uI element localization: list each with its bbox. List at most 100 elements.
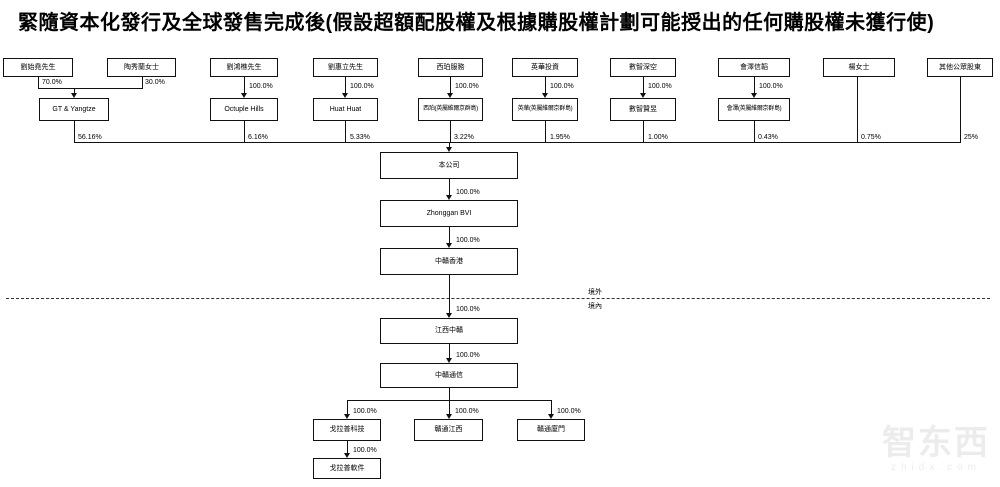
arrowhead-icon <box>447 93 453 98</box>
connector-line <box>754 121 755 142</box>
node-gt-yangtze: GT & Yangtze <box>39 98 109 121</box>
percent-label: 100.0% <box>455 408 479 415</box>
connector-line <box>449 388 450 400</box>
percent-label: 56.16% <box>78 134 102 141</box>
connector-line <box>74 142 961 143</box>
offshore-onshore-divider <box>6 298 990 299</box>
onshore-label: 境內 <box>588 303 602 310</box>
percent-label: 100.0% <box>353 408 377 415</box>
percent-label: 0.43% <box>758 134 778 141</box>
connector-line <box>960 77 961 142</box>
arrowhead-icon <box>342 93 348 98</box>
connector-line <box>244 77 245 93</box>
node-shareholder-1: 劉始堯先生 <box>3 58 73 77</box>
connector-line <box>345 77 346 93</box>
watermark-logo: 智东西 <box>882 424 990 462</box>
arrowhead-icon <box>446 358 452 363</box>
node-yinghua-bvi: 英華(英屬維爾京群島) <box>512 98 578 121</box>
connector-line <box>551 400 552 414</box>
percent-label: 100.0% <box>759 83 783 90</box>
node-shareholder-3: 劉鴻樵先生 <box>210 58 278 77</box>
arrowhead-icon <box>446 414 452 419</box>
node-shareholder-4: 劉惠立先生 <box>313 58 378 77</box>
percent-label: 100.0% <box>353 447 377 454</box>
node-jiangxi-zhonggan: 江西中贛 <box>380 318 518 344</box>
connector-line <box>449 227 450 243</box>
arrowhead-icon <box>548 414 554 419</box>
connector-line <box>643 121 644 142</box>
connector-line <box>449 142 450 147</box>
percent-label: 1.95% <box>550 134 570 141</box>
node-golapu-software: 戈拉普軟件 <box>313 458 381 479</box>
connector-line <box>347 441 348 453</box>
percent-label: 3.22% <box>454 134 474 141</box>
connector-line <box>244 121 245 142</box>
connector-line <box>449 179 450 195</box>
connector-line <box>38 88 143 89</box>
arrowhead-icon <box>446 147 452 152</box>
arrowhead-icon <box>241 93 247 98</box>
percent-label: 1.00% <box>648 134 668 141</box>
node-shareholder-6: 英華投資 <box>512 58 578 77</box>
node-huize-bvi: 會澤(英屬維爾京群島) <box>718 98 790 121</box>
percent-label: 100.0% <box>456 306 480 313</box>
arrowhead-icon <box>446 313 452 318</box>
node-gantong-xiamen: 贛通廈門 <box>517 419 585 441</box>
percent-label: 100.0% <box>648 83 672 90</box>
percent-label: 5.33% <box>350 134 370 141</box>
percent-label: 100.0% <box>456 352 480 359</box>
node-shareholder-7: 數智深空 <box>610 58 676 77</box>
percent-label: 100.0% <box>455 83 479 90</box>
node-shareholder-8: 會澤信韜 <box>718 58 790 77</box>
node-zhonggan-bvi: Zhonggan BVI <box>380 200 518 227</box>
percent-label: 25% <box>964 134 979 141</box>
node-golapu-technology: 戈拉普科技 <box>313 419 381 441</box>
connector-line <box>449 275 450 313</box>
node-company: 本公司 <box>380 152 518 179</box>
arrowhead-icon <box>446 243 452 248</box>
percent-label: 100.0% <box>550 83 574 90</box>
connector-line <box>142 77 143 88</box>
percent-label: 30.0% <box>145 79 165 86</box>
arrowhead-icon <box>344 453 350 458</box>
connector-line <box>857 77 858 142</box>
percent-label: 100.0% <box>456 189 480 196</box>
connector-line <box>643 77 644 93</box>
node-public-shareholders: 其他公眾股東 <box>927 58 993 77</box>
connector-line <box>74 88 75 93</box>
connector-line <box>545 77 546 93</box>
connector-line <box>449 344 450 358</box>
arrowhead-icon <box>542 93 548 98</box>
watermark: 智东西 zhidx.com <box>882 426 990 473</box>
node-shareholder-2: 陶秀蘭女士 <box>107 58 176 77</box>
node-octuple-hills: Octuple Hills <box>210 98 278 121</box>
node-zhonggan-communication: 中贛通信 <box>380 363 518 388</box>
percent-label: 100.0% <box>456 237 480 244</box>
connector-line <box>345 121 346 142</box>
arrowhead-icon <box>446 195 452 200</box>
connector-line <box>754 77 755 93</box>
offshore-label: 境外 <box>588 289 602 296</box>
connector-line <box>38 77 39 88</box>
connector-line <box>74 121 75 142</box>
arrowhead-icon <box>344 414 350 419</box>
node-xipo-bvi: 西珀(英屬維爾京群島) <box>418 98 483 121</box>
watermark-site: zhidx.com <box>890 462 981 473</box>
connector-line <box>545 121 546 142</box>
percent-label: 70.0% <box>42 79 62 86</box>
percent-label: 100.0% <box>249 83 273 90</box>
arrowhead-icon <box>640 93 646 98</box>
page-title: 緊隨資本化發行及全球發售完成後(假設超額配股權及根據購股權計劃可能授出的任何購股… <box>18 12 935 34</box>
node-shareholder-9: 楊女士 <box>823 58 895 77</box>
node-zhonggan-hongkong: 中贛香港 <box>380 248 518 275</box>
percent-label: 100.0% <box>350 83 374 90</box>
percent-label: 6.16% <box>248 134 268 141</box>
node-huat-huat: Huat Huat <box>313 98 378 121</box>
percent-label: 100.0% <box>557 408 581 415</box>
node-gantong-jiangxi: 贛通江西 <box>414 419 483 441</box>
connector-line <box>450 121 451 142</box>
connector-line <box>347 400 348 414</box>
node-shareholder-5: 西珀服務 <box>418 58 483 77</box>
node-shuzhi: 數智贊昱 <box>610 98 676 121</box>
